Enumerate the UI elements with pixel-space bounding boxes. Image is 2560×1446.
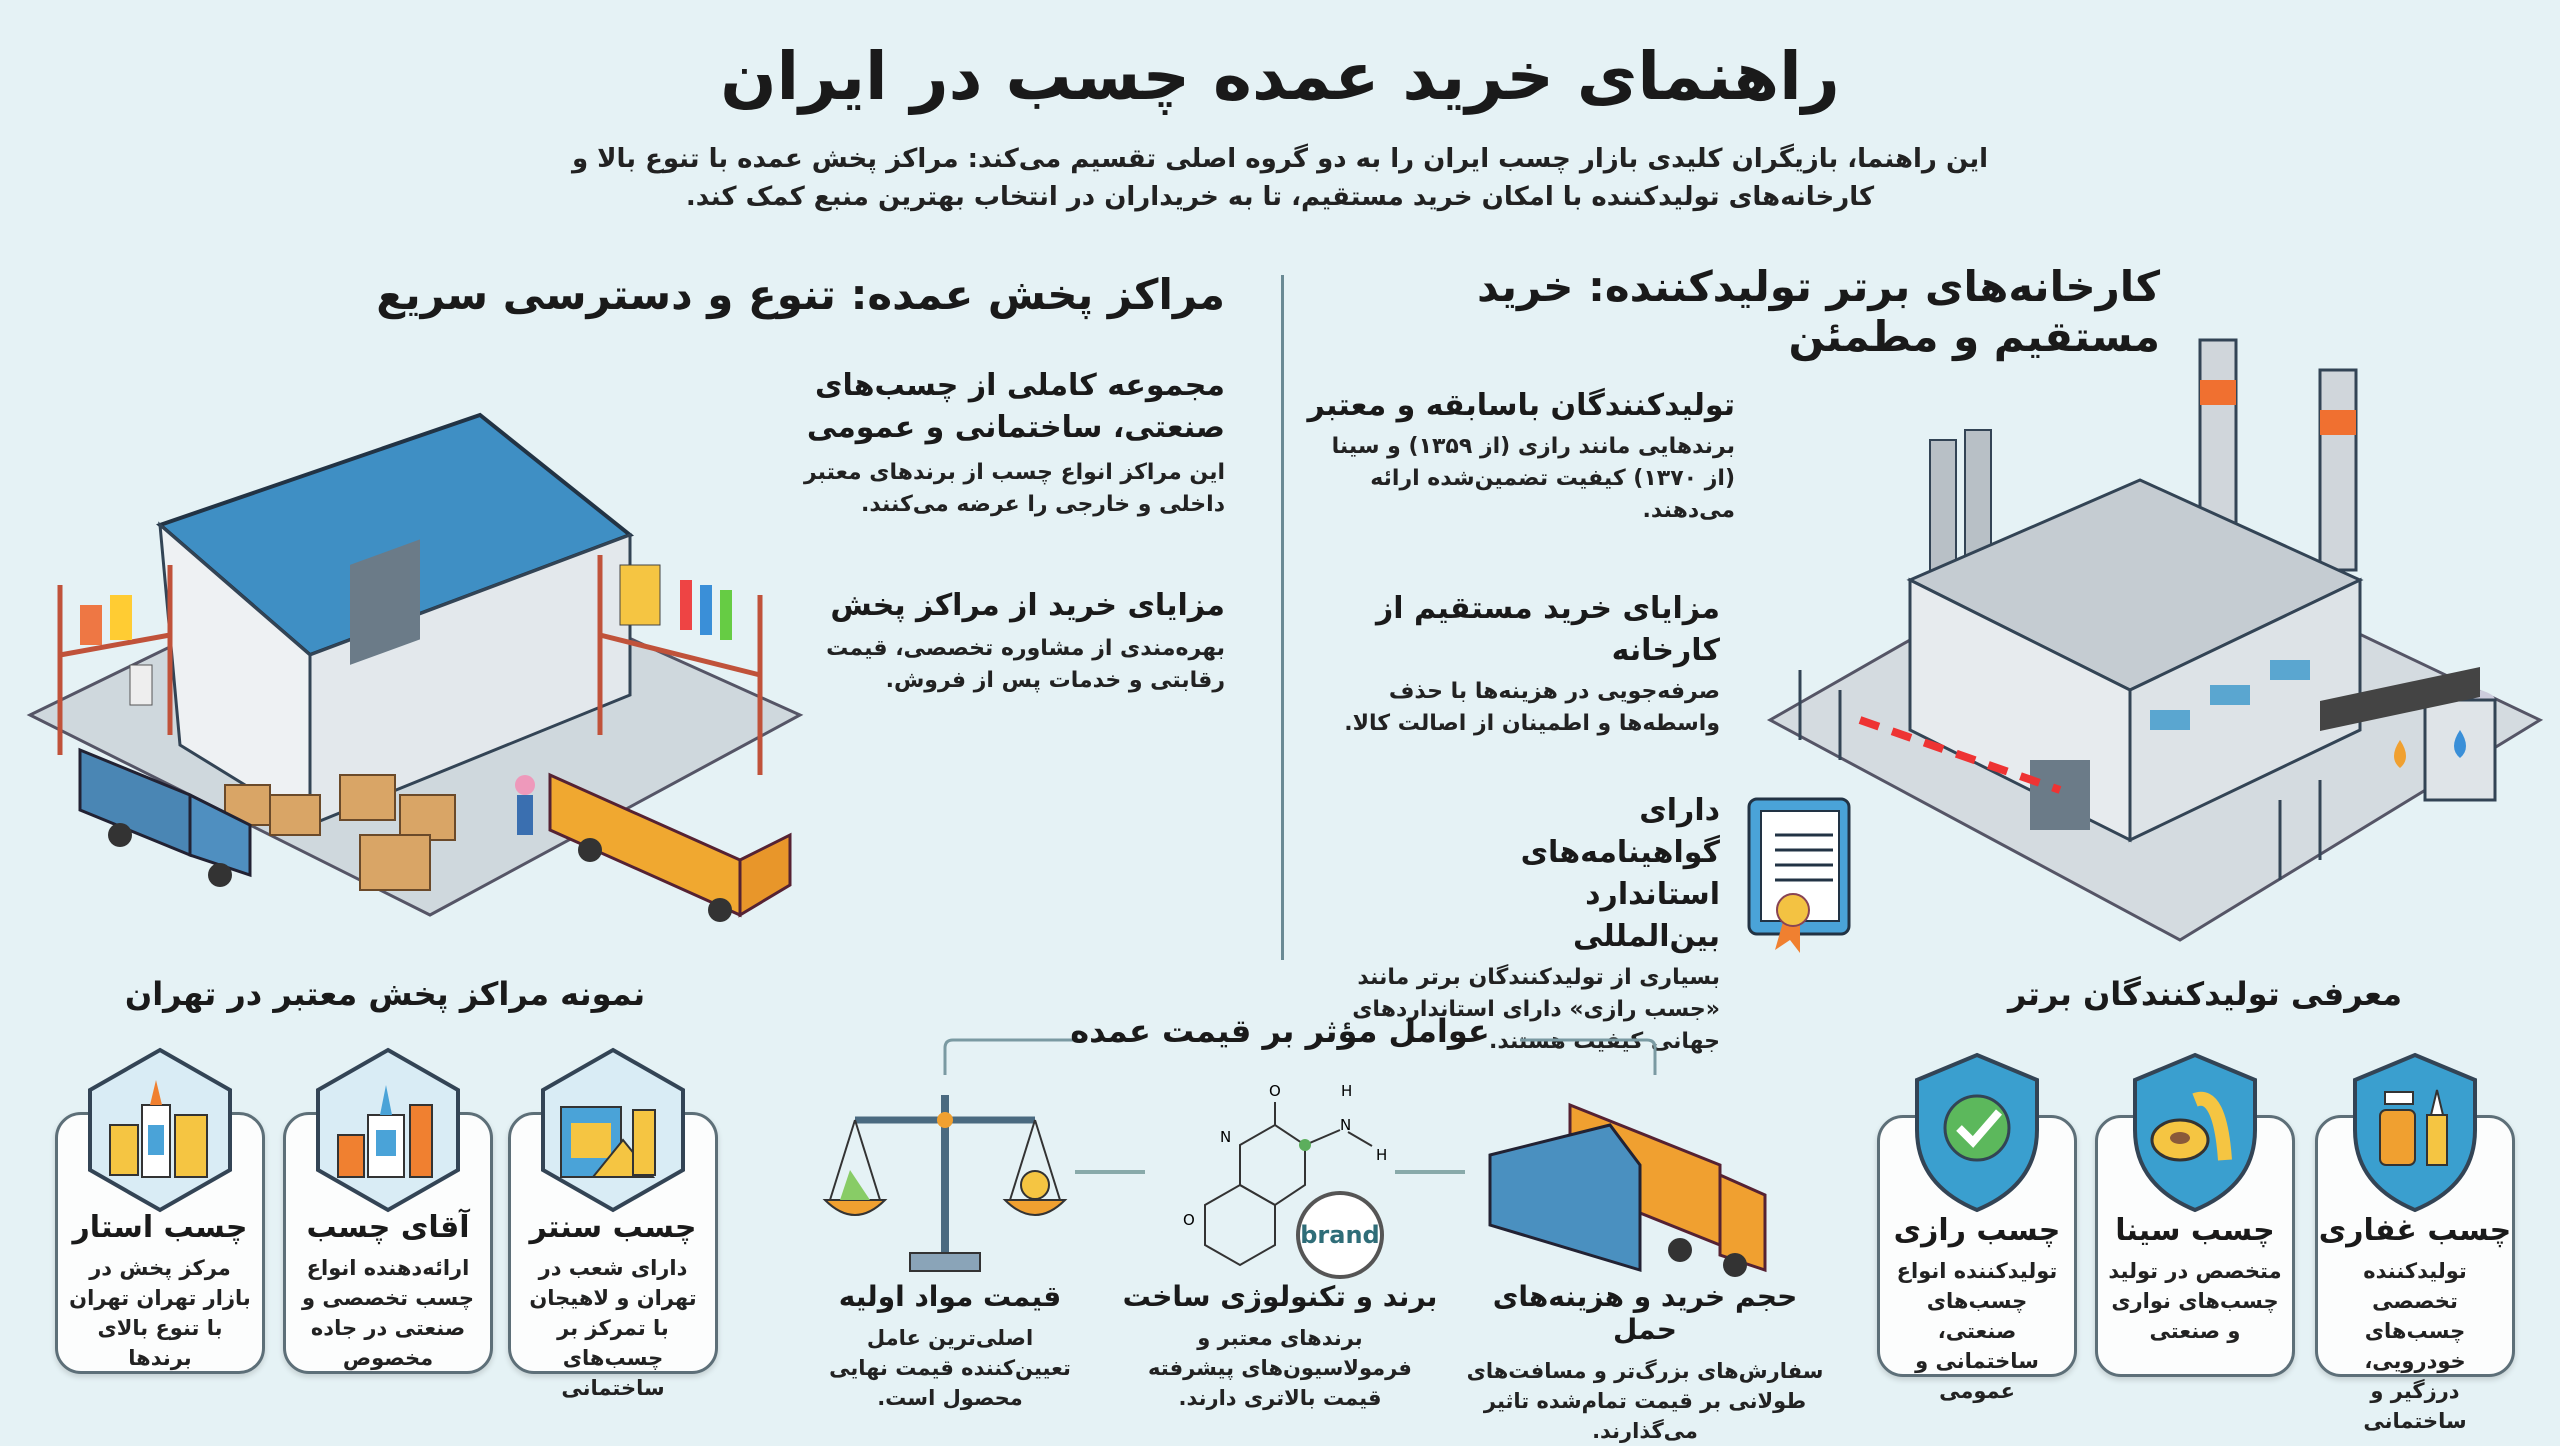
tehran-heading: نمونه مراکز پخش معتبر در تهران [124, 975, 646, 1013]
card-desc: تولیدکننده انواع چسب‌های صنعتی، ساختمانی… [1896, 1259, 2058, 1403]
orange-truck-icon [548, 772, 792, 922]
point-title: مزایای خرید مستقیم از کارخانه [1375, 591, 1720, 668]
shield-spray-icon [2353, 1052, 2477, 1213]
section-divider [1281, 275, 1284, 960]
distribution-point-2: مزایای خرید از مراکز پخش بهره‌مندی از مش… [775, 585, 1225, 697]
intro-line-1: این راهنما، بازیگران کلیدی بازار چسب ایر… [571, 144, 1989, 174]
factory-point-2: مزایای خرید مستقیم از کارخانه صرفه‌جویی … [1300, 588, 1720, 740]
card-desc: مرکز پخش در بازار تهران تهران با تنوع با… [69, 1256, 251, 1370]
intro: این راهنما، بازیگران کلیدی بازار چسب ایر… [280, 140, 2280, 216]
factory-point-1: تولیدکنندگان باسابقه و معتبر برندهایی ما… [1295, 385, 1736, 527]
molecule-h2: H [1376, 1146, 1387, 1164]
price-factors-heading: عوامل مؤثر بر قیمت عمده [1070, 1012, 1490, 1050]
glue-tube-icon [316, 1047, 460, 1213]
factor-brand-technology: برند و تکنولوژی ساخت برندهای معتبر و فرم… [1120, 1280, 1440, 1413]
factor-title: قیمت مواد اولیه [838, 1280, 1062, 1313]
distribution-heading: مراکز پخش عمده: تنوع و دسترسی سریع [376, 270, 1225, 319]
factor-title: برند و تکنولوژی ساخت [1122, 1280, 1438, 1313]
card-title: چسب سینا [2115, 1213, 2275, 1248]
arrow-right [1075, 1170, 1145, 1174]
card-title: چسب رازی [1893, 1213, 2061, 1248]
point-body: برندهایی مانند رازی (از ۱۳۵۹) و سینا (از… [1331, 434, 1735, 523]
warehouse-illustration [26, 412, 804, 922]
card-title: چسب غفاری [2318, 1213, 2512, 1248]
factory-point-3: دارای گواهینامه‌های استاندارد بین‌المللی… [1300, 790, 1720, 1058]
certificate-icon [1747, 797, 1851, 953]
card-title: چسب استار [72, 1210, 248, 1245]
point-title: مزایای خرید از مراکز پخش [830, 588, 1225, 623]
glue-bottles-icon [88, 1047, 232, 1213]
factory-illustration [1766, 338, 2544, 942]
scale-icon [822, 1095, 1068, 1272]
factories-heading: کارخانه‌های برتر تولیدکننده: خرید مستقیم… [1477, 262, 2160, 361]
blue-truck-icon [78, 747, 252, 887]
point-body: این مراکز انواع چسب از برندهای معتبر داخ… [803, 460, 1225, 517]
container-truck-icon [1488, 1102, 1767, 1277]
point-title: دارای گواهینامه‌های استاندارد بین‌المللی [1520, 793, 1720, 954]
factor-volume-shipping: حجم خرید و هزینه‌های حمل سفارش‌های بزرگ‌… [1460, 1280, 1830, 1446]
factor-body: برندهای معتبر و فرمولاسیون‌های پیشرفته ق… [1148, 1326, 1412, 1410]
shield-tape-icon [2133, 1052, 2257, 1213]
card-desc: دارای شعب در تهران و لاهیجان با تمرکز بر… [529, 1256, 697, 1400]
card-title: آقای چسب [306, 1210, 470, 1245]
brand-badge: brand [1300, 1221, 1379, 1249]
intro-line-2: کارخانه‌های تولیدکننده با امکان خرید مست… [685, 182, 1875, 212]
factor-title: حجم خرید و هزینه‌های حمل [1492, 1280, 1798, 1346]
shield-check-icon [1915, 1052, 2039, 1213]
powder-bag-icon [541, 1047, 685, 1213]
factor-body: اصلی‌ترین عامل تعیین‌کننده قیمت نهایی مح… [829, 1326, 1071, 1410]
molecule-n2: N [1340, 1116, 1351, 1134]
molecule-o1: O [1269, 1082, 1281, 1100]
producers-heading: معرفی تولیدکنندگان برتر [2007, 975, 2403, 1013]
point-body: بهره‌مندی از مشاوره تخصصی، قیمت رقابتی و… [826, 636, 1225, 693]
molecule-n1: N [1220, 1128, 1231, 1146]
distribution-point-1: مجموعه کاملی از چسب‌های صنعتی، ساختمانی … [775, 365, 1225, 521]
point-title: مجموعه کاملی از چسب‌های صنعتی، ساختمانی … [806, 368, 1225, 445]
page-title: راهنمای خرید عمده چسب در ایران [720, 38, 1840, 115]
card-title: چسب سنتر [529, 1210, 697, 1245]
factors-bracket [943, 1038, 1657, 1075]
factor-body: سفارش‌های بزرگ‌تر و مسافت‌های طولانی بر … [1466, 1359, 1824, 1443]
molecule-o2: O [1183, 1211, 1195, 1229]
card-desc: تولیدکننده تخصصی چسب‌های خودرویی، درزگیر… [2363, 1259, 2467, 1433]
arrow-left [1395, 1170, 1465, 1174]
card-desc: ارائه‌دهنده انواع چسب تخصصی و صنعتی در ج… [301, 1256, 475, 1370]
point-title: تولیدکنندگان باسابقه و معتبر [1307, 388, 1736, 423]
point-body: صرفه‌جویی در هزینه‌ها با حذف واسطه‌ها و … [1344, 679, 1720, 736]
factor-raw-materials: قیمت مواد اولیه اصلی‌ترین عامل تعیین‌کنن… [815, 1280, 1085, 1413]
producer-card-ghaffari[interactable]: چسب غفاری تولیدکننده تخصصی چسب‌های خودرو… [2315, 1115, 2515, 1433]
molecule-icon: N N H H O O brand [1183, 1082, 1387, 1279]
card-desc: متخصص در تولید چسب‌های نواری و صنعتی [2108, 1259, 2282, 1343]
chimney-icon [1929, 338, 2358, 581]
molecule-h1: H [1341, 1082, 1352, 1100]
